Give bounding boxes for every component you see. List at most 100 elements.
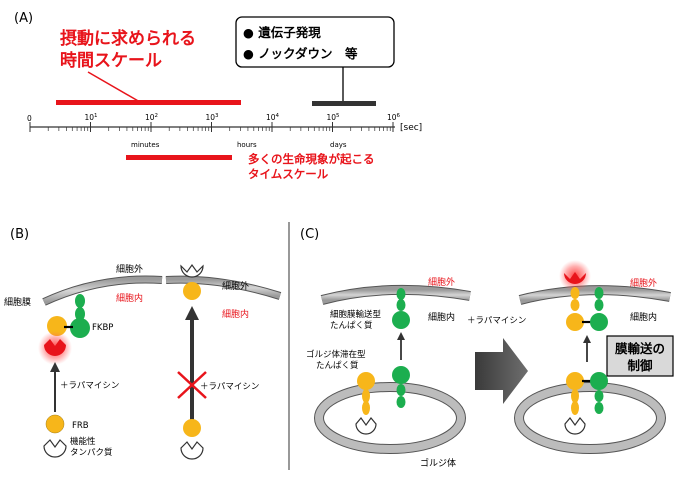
pm-frb-tm-bottom (570, 299, 580, 311)
inside-label-b2: 細胞内 (222, 308, 249, 320)
golgi-right-frb-tm-top (571, 389, 579, 403)
frb-free (45, 414, 65, 434)
life-phenomena-text-line1: 多くの生命現象が起こる (248, 152, 375, 166)
golgi-green-tm-bottom (396, 396, 406, 408)
golgi-right (515, 383, 665, 453)
axis-zero-label: 0 (27, 114, 32, 123)
transport-control-line1: 膜輸送の (615, 341, 665, 356)
functional-protein-outside (180, 263, 204, 278)
functional-protein-free-right (180, 441, 204, 460)
pm-frb-tm-top (570, 287, 580, 299)
outside-label-c1: 細胞外 (428, 276, 455, 288)
functional-protein-inactive (43, 439, 67, 458)
golgi-right-frb-domain (566, 372, 584, 390)
golgi-green-tm-top (396, 384, 406, 396)
golgi-label: ゴルジ体 (420, 457, 456, 469)
golgi-frb-tm-top (362, 389, 370, 403)
panel-c: (C) 細胞外 細胞膜輸送型 たんぱく質 細胞内 ゴルジ体 ゴルジ体滞在型 たん… (300, 227, 674, 469)
fkbp-tm-bottom (75, 307, 85, 321)
pm-protein-tm-bottom (396, 299, 406, 311)
panel-a: (A) 摂動に求められる 時間スケール ● 遺伝子発現 ● ノックダウン 等 0… (14, 11, 422, 181)
axis-tick-label: 102 (145, 113, 158, 122)
membrane-protein-label-line1: 細胞膜輸送型 (330, 309, 382, 320)
rapamycin-label-b1: ＋ラパマイシン (60, 381, 119, 391)
pm-functional-protein-active (564, 272, 586, 284)
frb-free-right (183, 419, 201, 437)
golgi-protein-label-line2: たんぱく質 (316, 360, 359, 371)
unit-hours-label: hours (237, 141, 257, 149)
pm-transport-arrowhead (397, 332, 405, 340)
frb-label: FRB (72, 421, 89, 431)
functional-protein-label-line2: タンパク質 (70, 447, 113, 458)
golgi-right-green-tm-top (594, 390, 604, 402)
pm-fkbp-tm-top (594, 287, 604, 299)
panel-b-label: (B) (10, 227, 29, 242)
rapamycin-transition-arrow (475, 338, 528, 404)
pm-fkbp-tm-bottom (594, 299, 604, 311)
regulated-transport-arrowhead (583, 335, 591, 343)
outside-label-c2: 細胞外 (630, 277, 657, 289)
axis-unit-label: [sec] (400, 123, 422, 133)
membrane-protein-label-line2: たんぱく質 (330, 320, 373, 331)
pm-protein-tm-top (396, 288, 406, 300)
golgi-protein-label-line1: ゴルジ体滞在型 (306, 349, 366, 360)
golgi-right-green-domain (590, 372, 608, 390)
inside-label-c1: 細胞内 (428, 311, 455, 323)
inside-label-c2: 細胞内 (630, 311, 657, 323)
perturbation-timescale-title-line1: 摂動に求められる (60, 28, 196, 49)
pm-fkbp-domain (590, 313, 608, 331)
rapamycin-label-c: ＋ラパマイシン (467, 316, 526, 326)
fkbp-domain (70, 318, 90, 338)
axis-tick-label: 106 (387, 113, 401, 122)
functional-protein-active (44, 339, 66, 356)
functional-protein-label-line1: 機能性 (70, 436, 96, 447)
perturbation-timescale-title-line2: 時間スケール (60, 50, 162, 71)
life-phenomena-timescale-bar (126, 155, 232, 160)
callout-item-knockdown: ● ノックダウン 等 (243, 46, 358, 61)
golgi-right-green-tm-bottom (594, 402, 604, 414)
callout-item-gene-expression: ● 遺伝子発現 (243, 25, 321, 40)
frb-bound (47, 316, 67, 336)
panel-c-label: (C) (300, 227, 319, 242)
fkbp-label: FKBP (92, 323, 113, 333)
log-time-axis (29, 122, 395, 132)
axis-tick-labels: 101 102 103 104 105 106 (85, 113, 401, 122)
method-callout-box (235, 16, 395, 68)
plasma-membrane-left (320, 285, 471, 304)
cell-membrane-right (165, 276, 281, 299)
unit-minutes-label: minutes (131, 141, 160, 149)
translocation-arrowhead-left (50, 362, 60, 372)
plasma-membrane-right (519, 286, 671, 304)
fkbp-anchor (70, 294, 90, 338)
blocked-x-stroke2 (177, 371, 207, 399)
axis-tick-label: 105 (327, 113, 341, 122)
pm-protein-domain (392, 311, 410, 329)
golgi-right-frb-tm-bottom (571, 401, 579, 415)
fkbp-tm-top (75, 294, 85, 308)
title-pointer-line (87, 71, 141, 103)
inside-label-b1: 細胞内 (116, 292, 143, 304)
outside-label-b2: 細胞外 (222, 280, 249, 292)
life-phenomena-text-line2: タイムスケール (248, 167, 329, 181)
rapamycin-label-b2: ＋ラパマイシン (200, 382, 259, 392)
axis-tick-label: 104 (266, 113, 280, 122)
unit-days-label: days (330, 141, 347, 149)
cell-membrane-left (42, 276, 163, 305)
golgi-left (315, 383, 465, 453)
outside-label-b1: 細胞外 (116, 263, 143, 275)
pm-frb-domain (566, 313, 584, 331)
golgi-frb-domain (357, 372, 375, 390)
golgi-frb-tm-bottom (362, 401, 370, 415)
panel-a-label: (A) (14, 11, 33, 26)
transport-control-line2: 制御 (627, 358, 653, 373)
axis-tick-label: 101 (85, 113, 98, 122)
golgi-right-functional-protein (564, 417, 586, 435)
golgi-functional-protein (355, 417, 377, 435)
cell-membrane-label: 細胞膜 (4, 296, 31, 308)
golgi-green-domain (392, 366, 410, 384)
gene-expression-timescale-bar (312, 101, 376, 106)
axis-tick-label: 103 (206, 113, 220, 122)
frb-in-membrane (183, 282, 201, 300)
